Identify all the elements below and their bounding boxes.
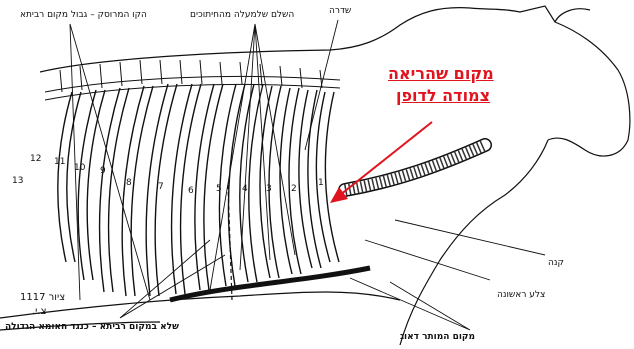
label-not-in-lung-area: שלא במקום רביתא – כנגד האומא הגדולה — [5, 322, 179, 332]
rib-number-3: 3 — [266, 184, 272, 194]
rib-number-4: 4 — [242, 184, 248, 194]
annotation-line2: צמודה לדופן — [396, 86, 490, 105]
sternum-band — [170, 268, 370, 300]
rib-number-2: 2 — [291, 184, 297, 194]
rib-number-13: 13 — [12, 176, 23, 186]
rib-12-edge-2 — [87, 90, 105, 280]
head-outline — [470, 6, 630, 156]
ear — [555, 9, 590, 22]
rib-number-12: 12 — [30, 154, 41, 164]
rib-number-9: 9 — [100, 166, 106, 176]
label-permitted-area: מקום המותר דאוג — [400, 332, 475, 342]
rib-number-6: 6 — [188, 186, 194, 196]
boundary-dashed-line — [228, 185, 232, 300]
rib-number-7: 7 — [158, 182, 164, 192]
label-first-rib: צלע ראשונה — [497, 290, 545, 300]
rib-1-edge-2 — [325, 92, 339, 262]
label-dashed-boundary: הקו המרוסק – גבול מקום רביתא — [20, 10, 147, 20]
ribs-group — [58, 84, 339, 296]
rib-number-11: 11 — [54, 157, 65, 167]
rib-number-8: 8 — [126, 178, 132, 188]
label-spine: שדרה — [329, 6, 351, 16]
rib-number-1: 1 — [318, 178, 324, 188]
figure-initials: צ.י. — [32, 306, 47, 317]
red-arrow — [330, 122, 432, 203]
annotation-line1: מקום שהריאה — [388, 64, 494, 83]
label-upper-whole: השלם שלמעלה מהחיתוכים — [190, 10, 294, 20]
rib-1-edge-1 — [316, 92, 330, 262]
trachea — [345, 145, 485, 190]
rib-number-5: 5 — [216, 184, 222, 194]
label-trachea: קנה — [548, 258, 564, 268]
figure-number: ציור 1117 — [20, 292, 65, 303]
rib-number-10: 10 — [74, 163, 85, 173]
rib-2-edge-1 — [299, 90, 312, 268]
rib-4-edge-1 — [260, 86, 272, 278]
spine — [45, 60, 340, 100]
rib-12-edge-1 — [78, 90, 96, 280]
rib-10-edge-2 — [131, 86, 153, 296]
